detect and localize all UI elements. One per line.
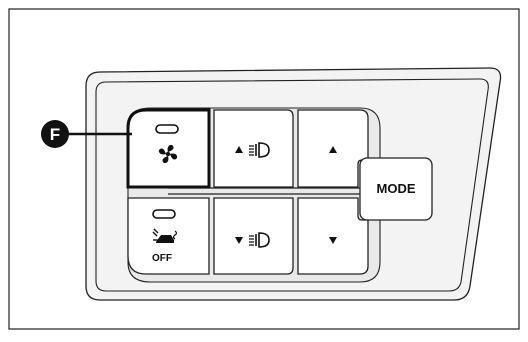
callout-letter: F — [50, 125, 60, 144]
fan-icon — [158, 144, 178, 164]
recirculation-off-button[interactable]: OFF — [127, 197, 210, 275]
callout-badge — [41, 120, 69, 148]
up-button[interactable] — [297, 109, 369, 188]
down-button[interactable] — [297, 197, 369, 275]
fan-button[interactable] — [126, 108, 211, 189]
headlight-level-icon — [249, 142, 270, 158]
callout-f: F — [41, 120, 132, 148]
recirc-indicator-light — [152, 209, 176, 219]
mode-button[interactable]: MODE — [359, 157, 433, 221]
headlight-down-button[interactable] — [213, 197, 294, 275]
down-triangle-icon — [235, 237, 243, 244]
panel-edge-gap — [179, 71, 251, 76]
panel-inner-outline — [95, 78, 489, 292]
recirc-off-label: OFF — [152, 253, 172, 264]
up-arrow-icon — [329, 146, 337, 153]
up-triangle-icon — [235, 146, 243, 153]
recirculation-icon — [152, 228, 178, 243]
headlight-up-button[interactable] — [213, 109, 294, 188]
fan-indicator-light — [155, 124, 179, 134]
mode-label: MODE — [377, 181, 416, 196]
down-arrow-icon — [329, 237, 337, 244]
figure-frame — [8, 8, 520, 330]
headlight-level-icon — [249, 232, 270, 248]
